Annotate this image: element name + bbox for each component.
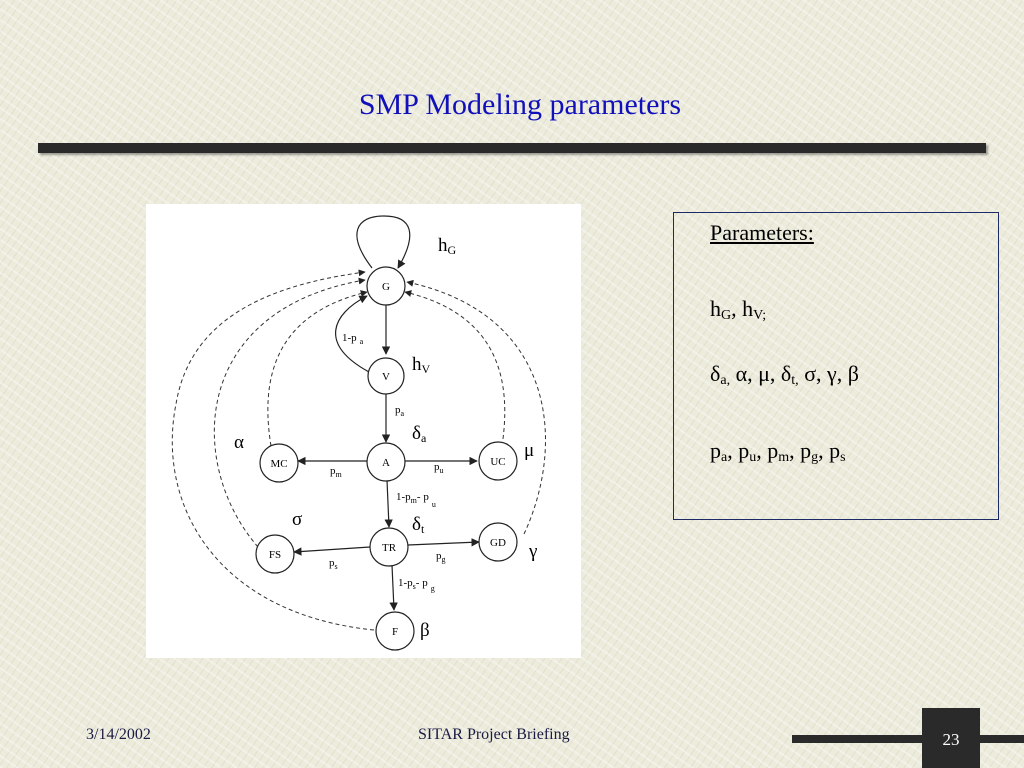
annotation-hg: hG — [438, 235, 457, 257]
annotation-alpha: α — [234, 432, 244, 453]
edge-fs-to-g — [213, 277, 366, 548]
parameters-holding-times: hG, hV; — [710, 296, 767, 323]
edge-uc-to-g — [404, 290, 506, 447]
footer-date: 3/14/2002 — [86, 726, 151, 743]
edge-g-self-loop — [356, 215, 411, 269]
edge-label-v-to-a: pa — [395, 404, 405, 418]
node-label-mc: MC — [270, 458, 287, 470]
node-v — [367, 357, 405, 395]
node-label-v: V — [382, 371, 390, 383]
annotation-beta: β — [420, 620, 430, 641]
annotation-hv: hV — [412, 354, 431, 376]
annotation-sigma: σ — [292, 509, 303, 530]
edge-a-to-tr — [384, 479, 393, 528]
node-label-uc: UC — [490, 456, 505, 468]
annotation-delta-a: δa — [412, 423, 427, 445]
parameters-probabilities: pa, pu, pm, pg, ps — [710, 438, 846, 465]
node-tr — [369, 527, 409, 567]
edge-f-to-g — [171, 269, 375, 631]
node-label-gd: GD — [490, 537, 506, 549]
annotation-mu: μ — [524, 440, 535, 461]
node-label-f: F — [392, 626, 398, 638]
edge-tr-to-f — [389, 564, 398, 611]
node-g — [366, 266, 406, 306]
footer-divider-left — [792, 735, 922, 743]
node-uc — [478, 441, 518, 481]
annotation-gamma: γ — [529, 541, 538, 562]
node-label-a: A — [382, 457, 390, 469]
edge-label-tr-to-gd: pg — [436, 550, 446, 564]
node-fs — [255, 534, 295, 574]
slide-title: SMP Modeling parameters — [358, 88, 682, 121]
node-f — [375, 611, 415, 651]
node-a — [366, 442, 406, 482]
node-mc — [259, 443, 299, 483]
footer-divider-right — [980, 735, 1024, 743]
parameters-rates: δa, α, μ, δt, σ, γ, β — [710, 361, 859, 388]
title-divider — [38, 143, 986, 153]
node-label-tr: TR — [382, 542, 397, 554]
annotation-delta-t: δt — [412, 514, 425, 536]
edge-label-a-to-tr: 1-pm- pu — [396, 491, 436, 509]
edge-label-a-to-mc: pm — [330, 465, 343, 479]
edge-tr-to-gd — [407, 538, 480, 547]
edge-tr-to-fs — [293, 546, 371, 556]
page-number: 23 — [942, 730, 960, 749]
parameters-heading: Parameters: — [710, 220, 814, 245]
edge-label-a-to-uc: pu — [434, 461, 444, 475]
node-gd — [478, 522, 518, 562]
edge-v-to-g — [335, 295, 370, 373]
parameters-box — [673, 212, 999, 520]
edge-label-tr-to-fs: ps — [329, 557, 338, 571]
page-number-box: 23 — [922, 708, 980, 768]
footer-title: SITAR Project Briefing — [418, 726, 570, 743]
node-label-fs: FS — [269, 549, 281, 561]
node-label-g: G — [382, 281, 390, 293]
edge-mc-to-g — [267, 290, 368, 447]
